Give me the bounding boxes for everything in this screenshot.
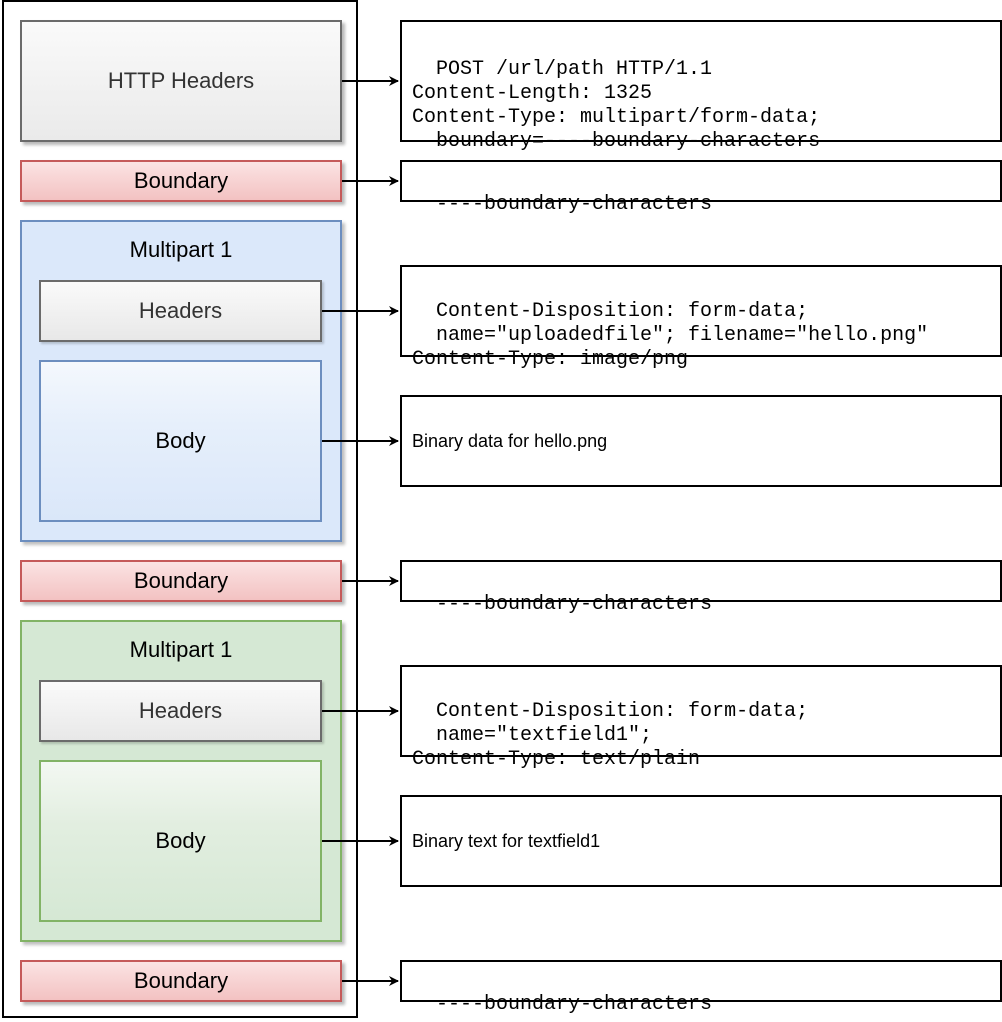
part-a-body-panel: Binary data for hello.png — [400, 395, 1002, 487]
boundary-text-panel-top: ----boundary-characters — [400, 160, 1002, 216]
http-headers-block: HTTP Headers — [20, 20, 342, 142]
http-headers-label: HTTP Headers — [107, 68, 255, 93]
part-a-headers-text: Content-Disposition: form-data; name="up… — [412, 300, 929, 371]
part-b-headers-panel: Content-Disposition: form-data; name="te… — [400, 665, 1002, 771]
multipart-b-title: Multipart 1 — [129, 637, 233, 662]
request-headers-text: POST /url/path HTTP/1.1 Content-Length: … — [412, 58, 821, 153]
request-headers-panel: POST /url/path HTTP/1.1 Content-Length: … — [400, 20, 1002, 153]
part-a-body-text: Binary data for hello.png — [412, 430, 608, 451]
multipart-a-body-label: Body — [155, 428, 206, 453]
boundary-label: Boundary — [133, 168, 229, 193]
multipart-b-headers-label: Headers — [138, 698, 223, 723]
boundary-label: Boundary — [133, 968, 229, 993]
boundary-text-panel-end: ----boundary-characters — [400, 960, 1002, 1016]
multipart-b-body-block: Body — [39, 760, 322, 922]
boundary-text: ----boundary-characters — [436, 593, 713, 616]
part-a-headers-panel: Content-Disposition: form-data; name="up… — [400, 265, 1002, 371]
boundary-text: ----boundary-characters — [436, 193, 713, 216]
multipart-b-headers-block: Headers — [39, 680, 322, 742]
boundary-block-top: Boundary — [20, 160, 342, 202]
multipart-b-body-label: Body — [155, 828, 206, 853]
request-container — [2, 0, 358, 1018]
boundary-block-mid: Boundary — [20, 560, 342, 602]
multipart-a-title: Multipart 1 — [129, 237, 233, 262]
part-b-body-text: Binary text for textfield1 — [412, 830, 601, 851]
boundary-block-end: Boundary — [20, 960, 342, 1002]
multipart-a-headers-block: Headers — [39, 280, 322, 342]
part-b-headers-text: Content-Disposition: form-data; name="te… — [412, 700, 809, 771]
multipart-a-headers-label: Headers — [138, 298, 223, 323]
part-b-body-panel: Binary text for textfield1 — [400, 795, 1002, 887]
multipart-a-body-block: Body — [39, 360, 322, 522]
boundary-label: Boundary — [133, 568, 229, 593]
boundary-text-panel-mid: ----boundary-characters — [400, 560, 1002, 616]
boundary-text: ----boundary-characters — [436, 993, 713, 1016]
